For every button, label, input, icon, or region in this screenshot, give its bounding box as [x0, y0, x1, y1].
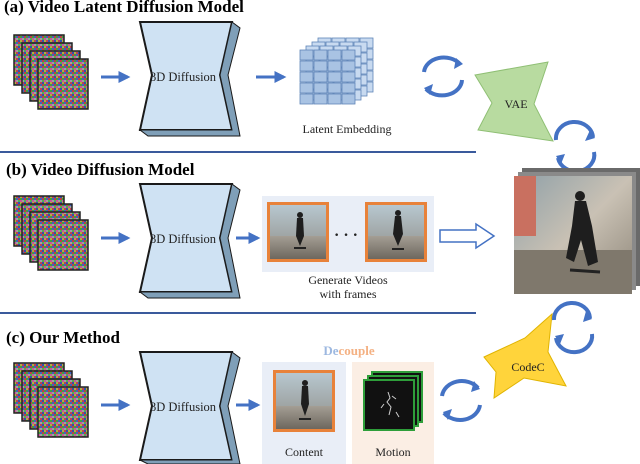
- noise-stack-b: [13, 195, 89, 271]
- latent-cell: [341, 93, 356, 105]
- noise-stack-a: [13, 34, 89, 110]
- codec-label: CodeC: [511, 360, 544, 374]
- latent-cell: [313, 82, 328, 94]
- codec-node: CodeC: [483, 312, 567, 399]
- latent-cell: [299, 49, 314, 61]
- diffusion-block-b: 3D Diffusion: [138, 183, 241, 299]
- cycle-arrows-codec-bottom: [440, 379, 482, 422]
- diffusion-block-a: 3D Diffusion: [138, 21, 241, 137]
- decouple-label: Decouple: [323, 343, 375, 358]
- content-label: Content: [285, 445, 324, 459]
- generate-label-line1: Generate Videos: [308, 273, 388, 287]
- decouple-prefix: De: [323, 343, 338, 358]
- latent-cell: [299, 93, 314, 105]
- latent-cell: [299, 60, 314, 72]
- latent-cell: [341, 82, 356, 94]
- decouple-suffix: couple: [339, 343, 375, 358]
- section-title-c: (c) Our Method: [6, 328, 120, 347]
- frames-ellipsis: · · ·: [334, 227, 358, 244]
- latent-cell: [341, 71, 356, 83]
- hollow-arrow-b: [439, 222, 496, 250]
- latent-embedding-label: Latent Embedding: [303, 122, 392, 136]
- content-frame: [273, 370, 335, 432]
- latent-cell: [313, 49, 328, 61]
- video-frame-2: [365, 202, 427, 262]
- latent-cell: [299, 71, 314, 83]
- diffusion-label-c: 3D Diffusion: [150, 400, 217, 414]
- latent-cell: [341, 60, 356, 72]
- divider-top: [0, 151, 476, 153]
- latent-cell: [313, 60, 328, 72]
- section-title-b: (b) Video Diffusion Model: [6, 160, 195, 179]
- diffusion-label-a: 3D Diffusion: [150, 70, 217, 84]
- cycle-arrows-vae-right: [553, 119, 597, 174]
- diffusion-label-b: 3D Diffusion: [150, 232, 217, 246]
- cycle-arrows-codec-top: [551, 300, 595, 355]
- vae-node: VAE: [474, 61, 554, 142]
- latent-cell: [341, 49, 356, 61]
- divider-bottom: [0, 312, 476, 314]
- noise-stack-c: [13, 362, 89, 438]
- latent-cell: [313, 93, 328, 105]
- cycle-arrows-vae-left: [422, 55, 464, 98]
- latent-embedding-grid: [299, 37, 374, 105]
- motion-label: Motion: [375, 445, 410, 459]
- video-frame-1: [267, 202, 329, 262]
- motion-frame-stack: [363, 371, 423, 431]
- latent-cell: [299, 82, 314, 94]
- diffusion-block-c: 3D Diffusion: [138, 351, 241, 464]
- latent-cell: [327, 49, 342, 61]
- latent-cell: [327, 93, 342, 105]
- vae-label: VAE: [504, 97, 527, 111]
- generate-label-line2: with frames: [320, 287, 377, 301]
- latent-cell: [327, 71, 342, 83]
- output-video-stack: [514, 168, 640, 294]
- section-title-a: (a) Video Latent Diffusion Model: [4, 0, 244, 16]
- latent-cell: [327, 60, 342, 72]
- latent-cell: [313, 71, 328, 83]
- latent-cell: [327, 82, 342, 94]
